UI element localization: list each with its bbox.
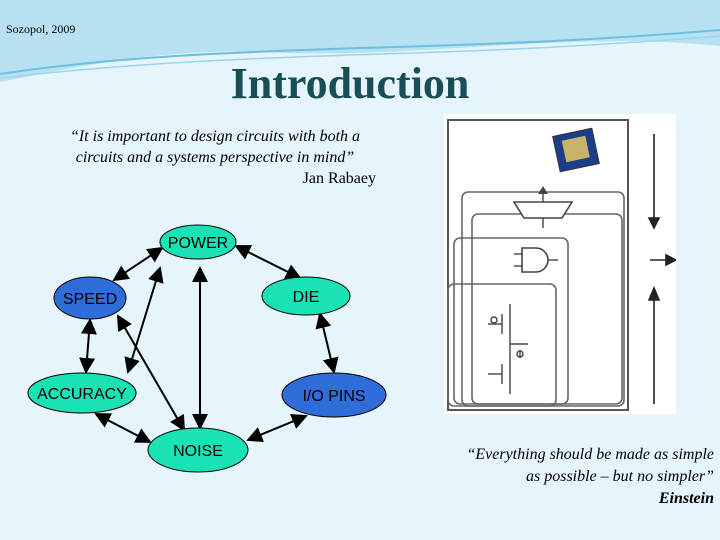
scale-arrows-icon [647, 134, 678, 404]
abstraction-levels-drawing [447, 119, 678, 411]
node-noise-label: NOISE [173, 443, 223, 460]
and-gate-icon [514, 247, 558, 273]
node-noise: NOISE [147, 427, 249, 473]
node-speed: SPEED [53, 276, 127, 320]
node-speed-label: SPEED [63, 291, 117, 308]
node-accuracy-label: ACCURACY [37, 386, 127, 403]
einstein-quote: “Everything should be made as simple as … [378, 444, 714, 510]
mux-icon [512, 186, 574, 228]
node-power-label: POWER [168, 235, 228, 252]
node-die: DIE [261, 276, 351, 316]
node-accuracy: ACCURACY [27, 372, 137, 414]
header-wave-decoration [0, 0, 720, 82]
node-power: POWER [159, 224, 237, 260]
quote-line: “Everything should be made as simple [466, 446, 714, 463]
node-die-label: DIE [293, 289, 320, 306]
transistor-icon [488, 304, 528, 394]
quote-author: Jan Rabaey [302, 170, 376, 187]
quote-author: Einstein [658, 490, 714, 507]
chip-icon [552, 127, 600, 173]
quote-line: “It is important to design circuits with… [69, 128, 361, 145]
quote-line: as possible – but no simpler” [525, 468, 714, 485]
footer-text: Sozopol, 2009 [6, 22, 76, 36]
quote-line: circuits and a systems perspective in mi… [75, 149, 355, 166]
node-io-pins-label: I/O PINS [302, 388, 365, 405]
slide-title: Introduction [230, 59, 470, 108]
node-io-pins: I/O PINS [281, 372, 387, 418]
rabaey-quote: “It is important to design circuits with… [40, 126, 390, 189]
abstraction-levels-figure [444, 114, 678, 414]
tradeoff-arrows [79, 245, 339, 443]
